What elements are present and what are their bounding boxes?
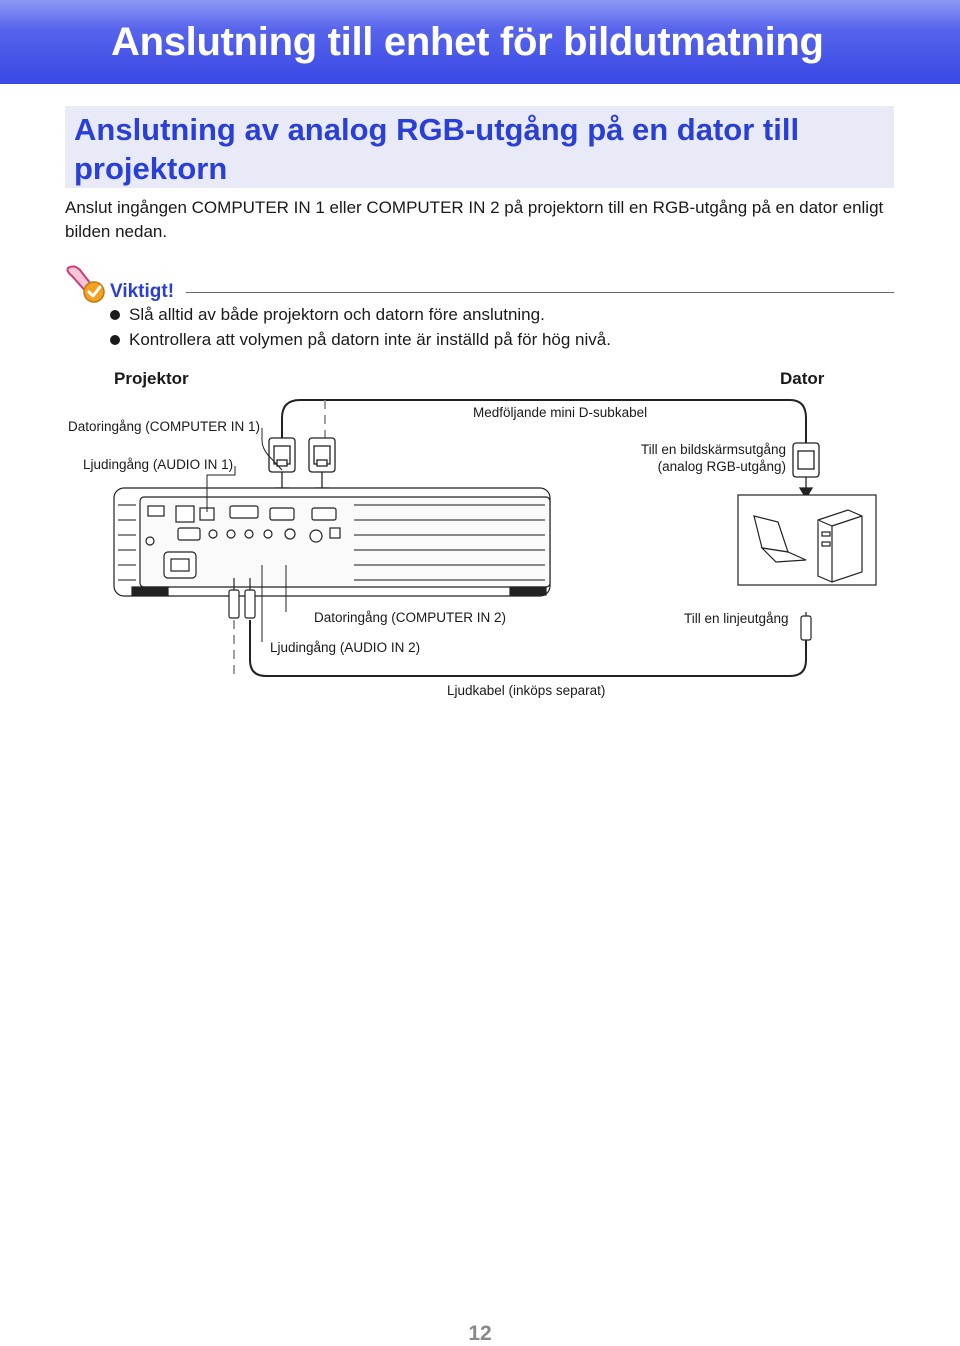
important-list: Slå alltid av både projektorn och datorn… — [110, 302, 611, 352]
monitor-out-label: Till en bildskärmsutgång (analog RGB-utg… — [600, 441, 786, 475]
page-title: Anslutning till enhet för bildutmatning — [111, 20, 824, 64]
projector-label: Projektor — [114, 369, 189, 388]
audio-plug-icon — [228, 578, 812, 641]
section-title: Anslutning av analog RGB-utgång på en da… — [74, 112, 800, 186]
computer-in2-label: Datoringång (COMPUTER IN 2) — [314, 610, 507, 625]
header-banner: Anslutning till enhet för bildutmatning — [0, 0, 960, 84]
important-divider — [186, 292, 894, 293]
section-heading-box: Anslutning av analog RGB-utgång på en da… — [65, 106, 894, 188]
important-icon — [66, 265, 105, 303]
important-title: Viktigt! — [110, 281, 175, 302]
line-out-label: Till en linjeutgång — [684, 611, 789, 626]
computer-in1-label: Datoringång (COMPUTER IN 1) — [68, 419, 261, 434]
monitor-out-line2: (analog RGB-utgång) — [657, 459, 786, 474]
cable-label: Medföljande mini D-subkabel — [473, 405, 648, 420]
audio-cable-label: Ljudkabel (inköps separat) — [447, 683, 606, 698]
list-item: Kontrollera att volymen på datorn inte ä… — [110, 327, 611, 352]
computer-illustration — [737, 494, 877, 586]
computer-label: Dator — [780, 369, 825, 388]
list-item: Slå alltid av både projektorn och datorn… — [110, 302, 611, 327]
monitor-out-line1: Till en bildskärmsutgång — [640, 442, 786, 457]
page-number: 12 — [468, 1322, 492, 1345]
projector-rear-panel — [113, 487, 551, 597]
audio-in2-label: Ljudingång (AUDIO IN 2) — [270, 640, 421, 655]
intro-text: Anslut ingången COMPUTER IN 1 eller COMP… — [65, 198, 884, 241]
audio-in1-label: Ljudingång (AUDIO IN 1) — [83, 457, 234, 472]
connection-diagram — [113, 399, 877, 677]
